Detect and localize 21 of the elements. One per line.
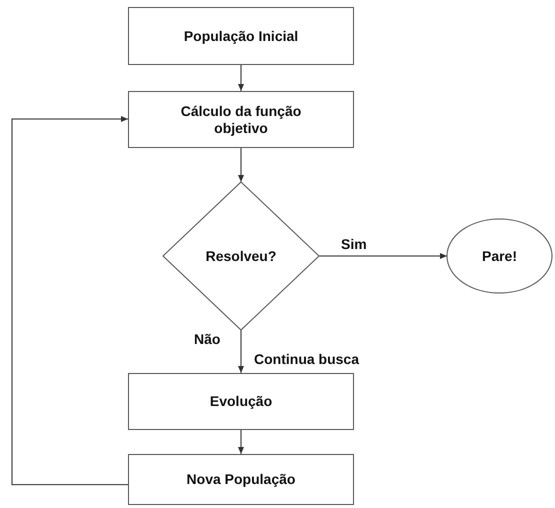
process-box xyxy=(128,454,354,505)
node-label: População Inicial xyxy=(184,28,298,44)
node-label: Resolveu? xyxy=(206,248,276,264)
process-box xyxy=(128,7,354,65)
arrow xyxy=(12,116,128,486)
arrow xyxy=(238,330,244,374)
arrow xyxy=(238,148,244,182)
terminal-ellipse xyxy=(447,219,552,293)
edge-note: Continua busca xyxy=(254,352,360,368)
node-label: Evolução xyxy=(210,393,272,410)
process-box xyxy=(128,373,354,430)
edge-label: Não xyxy=(194,332,220,348)
edge-label: Sim xyxy=(341,237,367,252)
process-box xyxy=(128,91,354,148)
arrow xyxy=(318,253,448,259)
node-label: Cálculo da função objetivo xyxy=(180,102,302,136)
node-label: Pare! xyxy=(482,248,518,264)
node-label: Nova População xyxy=(186,471,296,488)
arrow xyxy=(238,64,244,92)
decision-diamond xyxy=(163,182,319,330)
arrow xyxy=(238,430,244,454)
